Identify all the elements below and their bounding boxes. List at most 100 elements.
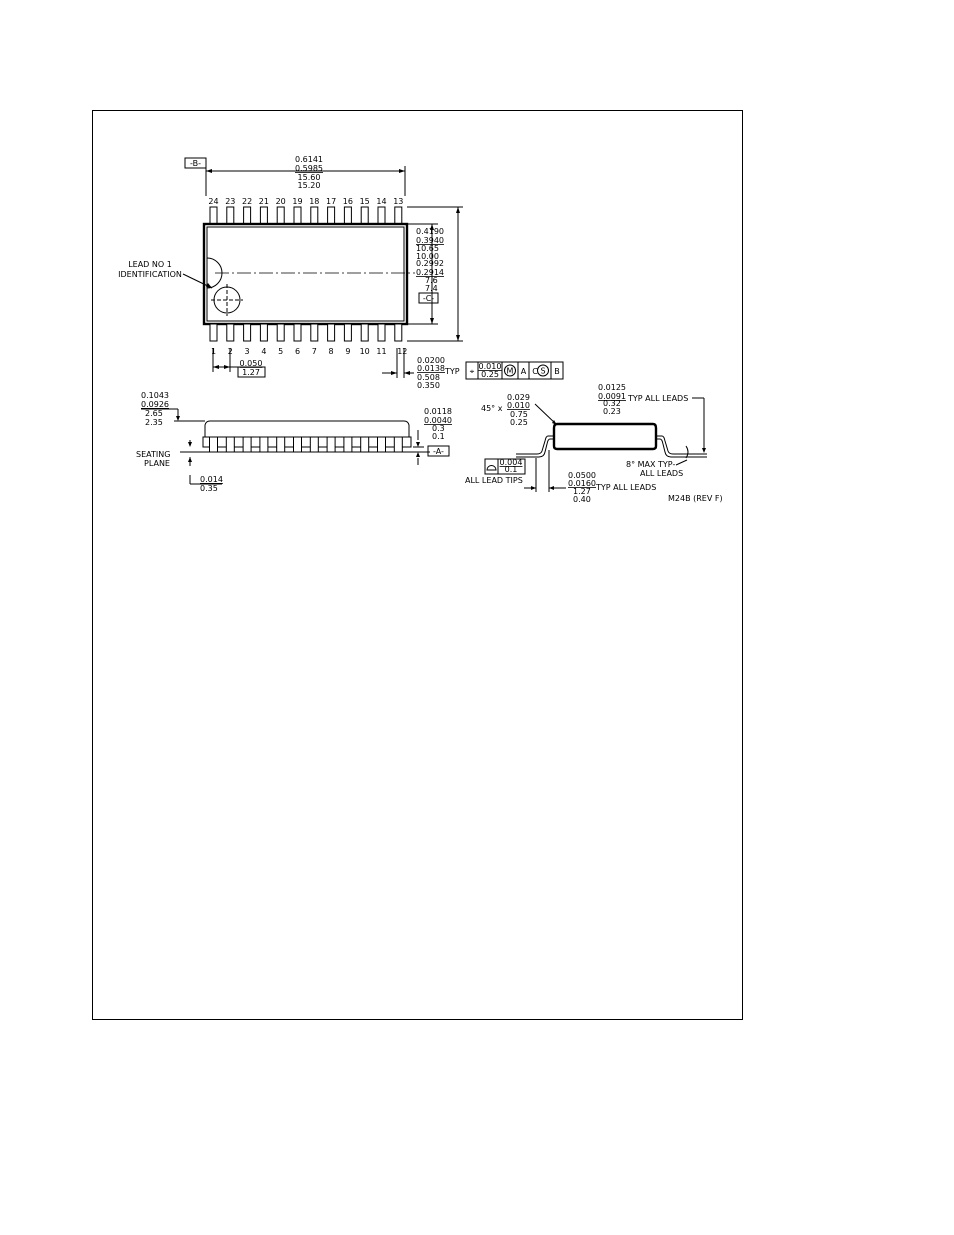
package-body-top [202,222,409,326]
lead-side [209,436,218,453]
position-tolerance-frame: ⌖ 0.010 0.25 M A C S B [465,361,564,380]
angle-note-line2: ALL LEADS [640,469,683,478]
datum-ref-c: C [532,367,538,376]
lead-side [377,436,386,453]
pin-number-top: 22 [242,197,252,206]
pitch-mm: 1.27 [242,368,260,377]
standoff-right-min-mm: 0.1 [432,432,445,441]
lead-top [276,206,285,225]
lead-side [343,436,353,453]
left-gull-wing-lead [516,435,554,455]
package-body-inner [206,226,405,322]
tolerance-mm: 0.25 [481,370,499,379]
lead-top [377,206,386,225]
body-width-min-in: 0.2914 [416,268,444,277]
body-width-max-in: 0.2992 [416,259,444,268]
side-view: 0.1043 0.0926 2.65 2.35 SEATING PLANE 0.… [136,391,452,493]
body-width-max-mm: 7.6 [425,276,438,285]
pitch-basic-box [237,366,266,378]
right-gull-wing-lead [656,435,707,455]
pin-number-top: 17 [326,197,336,206]
lead-bottom [327,323,336,342]
standoff-right-max-mm: 0.3 [432,424,445,433]
datum-ref-b: B [554,367,560,376]
length-max-mm: 15.60 [298,173,321,182]
pin-number-top: 13 [393,197,403,206]
lead-thickness-min-mm: 0.23 [603,407,621,416]
standoff-left-mm: 0.35 [200,484,218,493]
lead-thickness-max-in: 0.0125 [598,383,626,392]
lead-thickness-min-in: 0.0091 [598,392,626,401]
lead-no1-label-line2: IDENTIFICATION [118,270,182,279]
pin-number-bottom: 4 [261,347,266,356]
angle-note-line1: 8° MAX TYP- [626,460,675,469]
lead-side [360,436,370,453]
pin-number-bottom: 8 [329,347,334,356]
datum-ref-a: A [521,367,527,376]
lead-top [360,206,369,225]
pin-number-top: 24 [208,197,218,206]
lead-top [243,206,252,225]
lead-thickness-typ: TYP ALL LEADS [627,394,688,403]
datum-a-label: -A- [433,447,444,456]
pin-number-top: 20 [276,197,286,206]
chamfer-max-in: 0.029 [507,393,530,402]
overall-width-max-in: 0.4190 [416,227,444,236]
height-min-in: 0.0926 [141,400,169,409]
lead-bottom [377,323,386,342]
lead-bottom [259,323,268,342]
body-width-min-mm: 7.4 [425,284,438,293]
lead-width-typ: TYP [444,367,460,376]
all-lead-tips-label: ALL LEAD TIPS [465,476,523,485]
lead-side [242,436,252,453]
lead-top [226,206,235,225]
lead-bottom [243,323,252,342]
pin-number-bottom: 9 [345,347,350,356]
pin-number-bottom: 5 [278,347,283,356]
overall-width-min-mm: 10.00 [416,252,439,261]
seating-plane-label-line1: SEATING [136,450,170,459]
lead-width-min-mm: 0.350 [417,381,440,390]
overall-width-min-in: 0.3940 [416,236,444,245]
datum-b-label: -B- [190,159,201,168]
lead-side [259,436,269,453]
lead-bottom [226,323,235,342]
pin-number-top: 14 [376,197,386,206]
coplanarity-in: 0.004 [500,458,523,467]
lead-top [259,206,268,225]
lead-side [293,436,302,453]
lead-top [327,206,336,225]
drawing-frame [92,110,743,1020]
height-min-mm: 2.35 [145,418,163,427]
pin-number-bottom: 12 [397,347,407,356]
lead-bottom [394,323,403,342]
profile-surface-icon [486,465,497,471]
lead-bottom [293,323,302,342]
standoff-right-min-in: 0.0040 [424,416,452,425]
lead-width-max-in: 0.0200 [417,356,445,365]
lead-bottom [343,323,352,342]
length-min-in: 0.5985 [295,164,323,173]
pin-number-bottom: 10 [360,347,370,356]
foot-length-max-in: 0.0500 [568,471,596,480]
pin-number-bottom: 3 [245,347,250,356]
tolerance-in: 0.010 [479,362,502,371]
lead-side [225,436,235,453]
pin-number-top: 15 [360,197,370,206]
lead-thickness-max-mm: 0.32 [603,399,621,408]
lead-width-max-mm: 0.508 [417,373,440,382]
datum-c-box [418,292,439,304]
pitch-in: 0.050 [240,359,263,368]
pin-number-bottom: 6 [295,347,300,356]
position-symbol-icon: ⌖ [470,367,475,376]
height-max-in: 0.1043 [141,391,169,400]
rfs-modifier: S [540,367,545,376]
end-body [552,422,658,451]
length-min-mm: 15.20 [298,181,321,190]
pin-number-top: 19 [292,197,302,206]
standoff-right-max-in: 0.0118 [424,407,452,416]
foot-length-typ: TYP ALL LEADS [595,483,656,492]
lead-bottom [310,323,319,342]
